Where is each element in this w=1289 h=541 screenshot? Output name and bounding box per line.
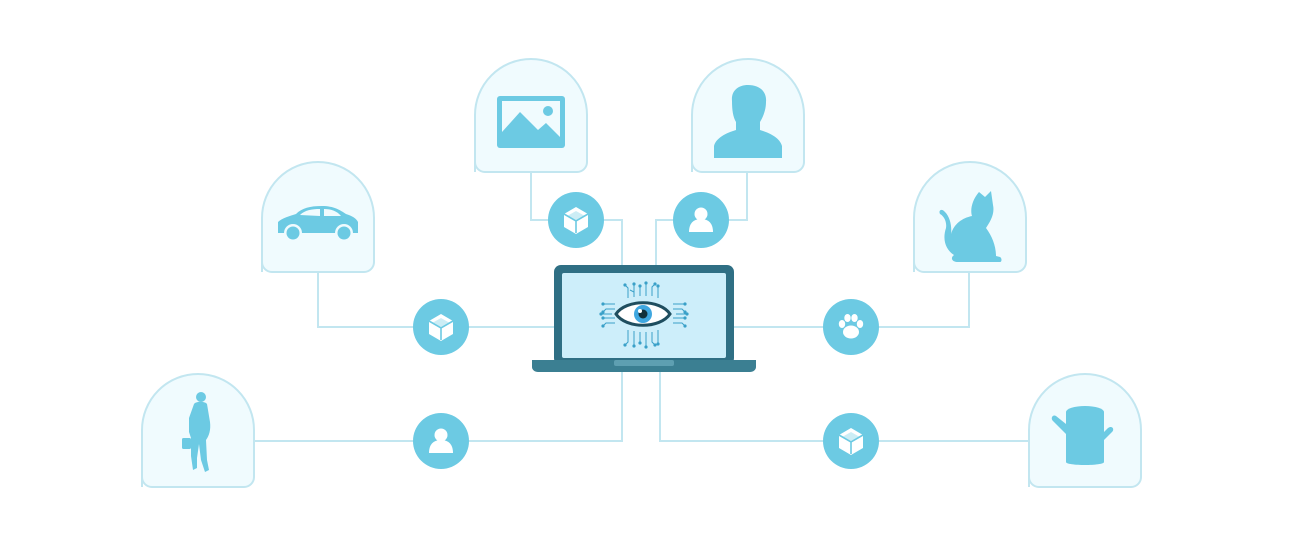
hub-image-cube <box>548 192 604 248</box>
card-stump <box>1029 374 1141 487</box>
hub-stump-cube <box>823 413 879 469</box>
hub-cat-paw <box>823 299 879 355</box>
card-cat <box>914 162 1026 272</box>
card-image <box>475 59 587 172</box>
card-car <box>262 162 374 272</box>
hub-car-cube <box>413 299 469 355</box>
card-person <box>692 59 804 172</box>
hub-pedestrian-user <box>413 413 469 469</box>
card-pedestrian <box>142 374 254 487</box>
hub-person-user <box>673 192 729 248</box>
image-icon <box>497 96 565 148</box>
laptop <box>532 265 756 372</box>
